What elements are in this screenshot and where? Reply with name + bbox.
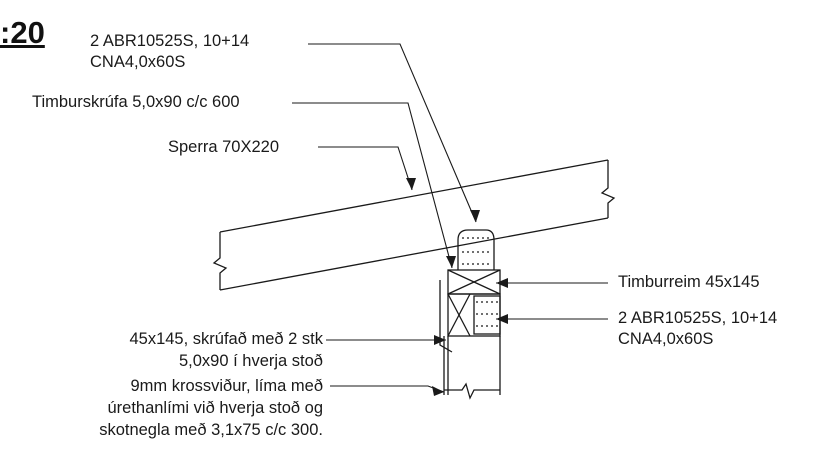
label-bracket-top-line1: 2 ABR10525S, 10+14 <box>90 32 250 50</box>
label-plywood-line2: úrethanlími við hverja stoð og <box>107 399 323 417</box>
leader-lines <box>292 43 608 393</box>
label-stud-line1: 45x145, skrúfað með 2 stk <box>129 330 323 348</box>
label-top-plate: Timburreim 45x145 <box>618 273 760 291</box>
upper-bracket <box>457 229 495 270</box>
label-bracket-top-line2: CNA4,0x60S <box>90 53 186 71</box>
label-stud-line2: 5,0x90 í hverja stoð <box>178 352 323 370</box>
wall-assembly <box>439 269 501 400</box>
scale-label: :20 <box>0 15 45 50</box>
label-rafter: Sperra 70X220 <box>168 138 279 156</box>
label-bracket-bottom-line1: 2 ABR10525S, 10+14 <box>618 309 778 327</box>
label-plywood-line3: skotnegla með 3,1x75 c/c 300. <box>99 421 323 439</box>
label-screw: Timburskrúfa 5,0x90 c/c 600 <box>32 93 240 111</box>
rafter <box>212 159 616 291</box>
label-bracket-bottom-line2: CNA4,0x60S <box>618 330 714 348</box>
label-plywood-line1: 9mm krossviður, líma með <box>130 377 323 395</box>
